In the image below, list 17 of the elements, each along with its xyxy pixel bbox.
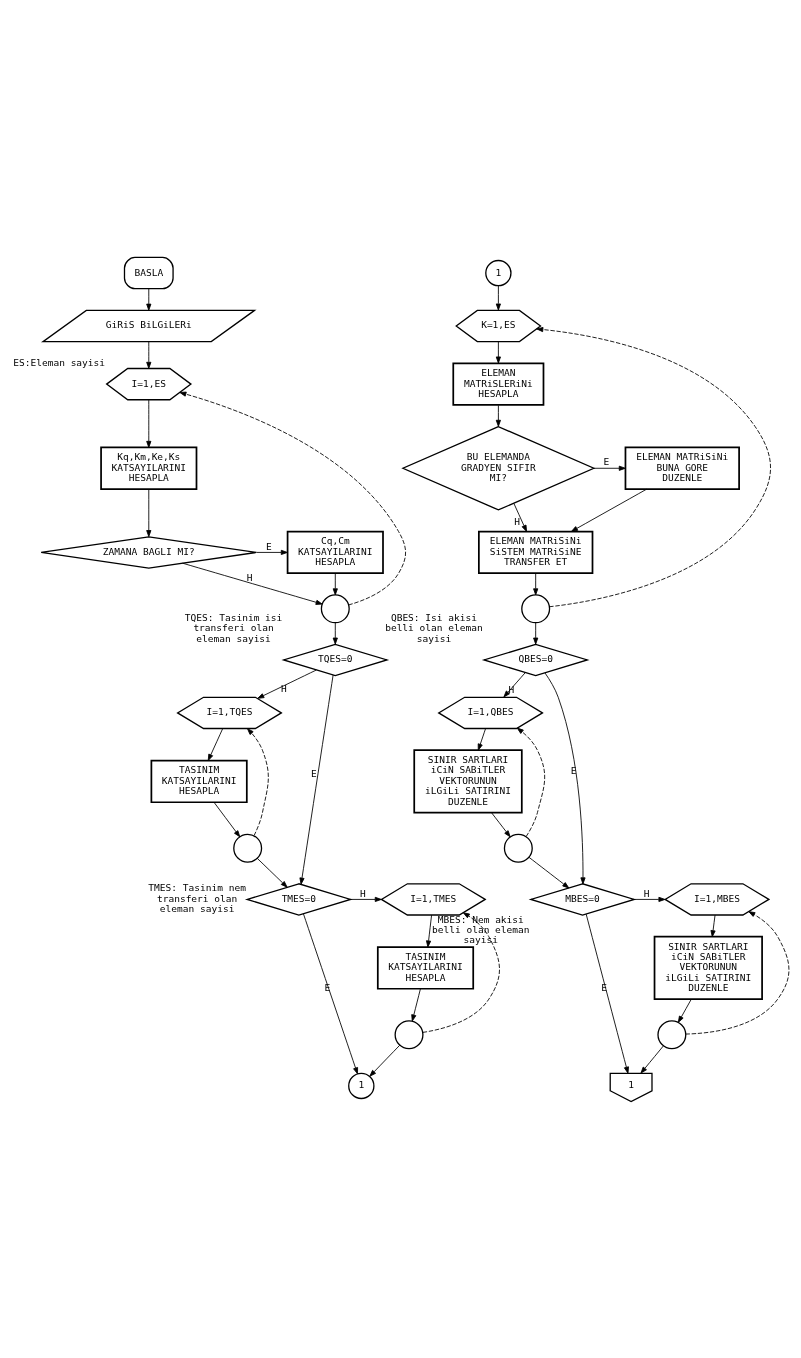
edge-label: H bbox=[643, 887, 650, 899]
node-label: MBES: Nem akisi belli olan eleman sayisi bbox=[432, 913, 530, 945]
edge-label: H bbox=[508, 683, 515, 695]
edge-label: H bbox=[514, 515, 520, 527]
node-label: ES:Eleman sayisi bbox=[13, 356, 106, 368]
node-label: TMES: Tasinim nem transferi olan eleman sayisi bbox=[148, 881, 246, 914]
edge-label: H bbox=[246, 571, 253, 583]
node-label: TQES: Tasinim isi transferi olan eleman sayisi bbox=[184, 611, 283, 644]
edge-label: E bbox=[601, 981, 607, 993]
edge-label: H bbox=[281, 682, 287, 694]
edge-label: E bbox=[324, 981, 331, 993]
edge-label: E bbox=[266, 540, 272, 552]
edge-label: H bbox=[359, 887, 366, 899]
edge-label: E bbox=[570, 764, 577, 776]
edge-label: E bbox=[603, 455, 610, 467]
edge-label: E bbox=[311, 767, 317, 779]
node-label: QBES: Isi akisi belli olan eleman sayisi bbox=[385, 611, 483, 644]
